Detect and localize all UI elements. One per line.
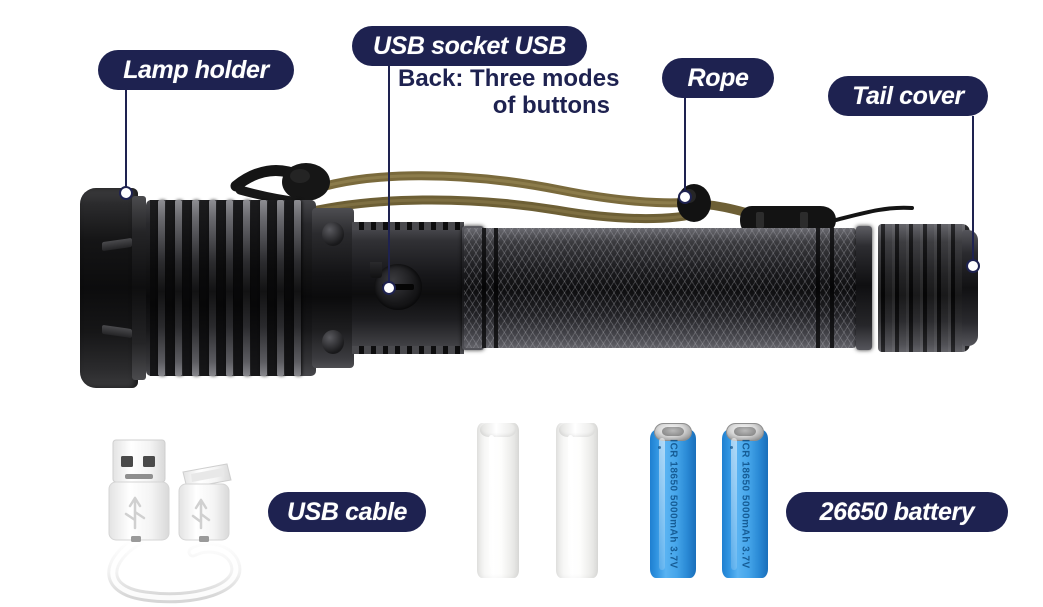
battery-sleeve-1 xyxy=(477,423,519,578)
leader-dot-rope xyxy=(678,190,692,204)
cooling-fins xyxy=(146,200,316,376)
flashlight-body-tube xyxy=(464,228,856,348)
leader-line-tail-cover xyxy=(972,116,974,266)
leader-line-rope xyxy=(684,98,686,198)
usb-rubber-cover xyxy=(370,262,382,278)
callout-usb-socket-note: Back: Three modes of buttons xyxy=(398,65,620,120)
leader-line-usb-socket xyxy=(388,66,390,286)
battery-1-text: ICR 18650 5000mAh 3.7V xyxy=(667,439,679,569)
battery-1: ICR 18650 5000mAh 3.7V xyxy=(650,423,696,578)
battery-2-text: ICR 18650 5000mAh 3.7V xyxy=(739,439,751,569)
usb-note-line-1: Back: Three modes xyxy=(398,65,620,92)
leader-dot-lamp-holder xyxy=(119,186,133,200)
callout-lamp-holder-label: Lamp holder xyxy=(123,55,269,84)
leader-dot-usb-socket xyxy=(382,281,396,295)
leader-dot-tail-cover xyxy=(966,259,980,273)
lamp-head-bezel xyxy=(80,188,138,388)
callout-battery: 26650 battery xyxy=(786,492,1008,532)
tail-end-cap xyxy=(962,230,978,346)
callout-usb-socket: USB socket USB xyxy=(352,26,587,66)
head-collar xyxy=(312,208,354,368)
tail-cover-part xyxy=(878,224,970,352)
callout-rope-label: Rope xyxy=(687,63,749,92)
usb-cable-image xyxy=(107,439,242,604)
battery-sleeve-2 xyxy=(556,423,598,578)
callout-usb-socket-label: USB socket USB xyxy=(372,31,567,60)
callout-rope: Rope xyxy=(662,58,774,98)
leader-line-lamp-holder xyxy=(125,90,127,200)
callout-usb-cable: USB cable xyxy=(268,492,426,532)
callout-lamp-holder: Lamp holder xyxy=(98,50,294,90)
bezel-lip xyxy=(132,196,146,380)
battery-2: ICR 18650 5000mAh 3.7V xyxy=(722,423,768,578)
body-band-rear xyxy=(856,226,872,350)
callout-usb-cable-label: USB cable xyxy=(286,497,408,526)
callout-tail-cover-label: Tail cover xyxy=(852,81,964,110)
callout-tail-cover: Tail cover xyxy=(828,76,988,116)
usb-socket-housing xyxy=(352,222,464,354)
usb-note-line-2: of buttons xyxy=(492,91,610,119)
callout-battery-label: 26650 battery xyxy=(819,497,975,526)
